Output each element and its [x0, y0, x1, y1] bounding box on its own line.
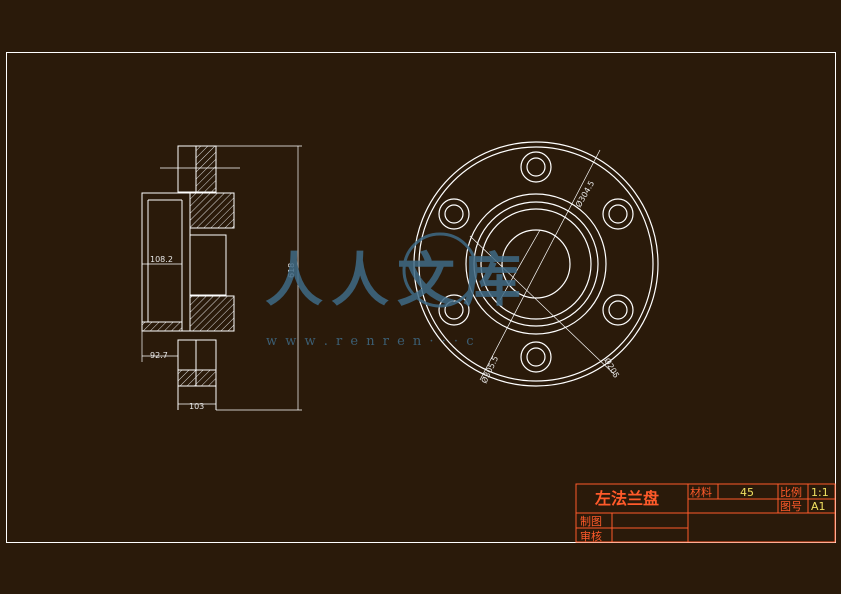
- material-label: 材料: [690, 485, 712, 499]
- drawing-no-value: A1: [811, 500, 826, 513]
- watermark-url: w w w . r e n r e n · · · c: [266, 334, 475, 349]
- dim-bolt-circle: Ø304.5: [573, 179, 596, 209]
- dim-overall-height: 618: [287, 263, 296, 278]
- dim-outer-dia: Ø205: [602, 356, 621, 380]
- checked-label: 审核: [580, 529, 602, 543]
- drawing-no-label: 图号: [780, 500, 802, 513]
- drawing-border: [6, 52, 836, 543]
- title-block: [575, 483, 836, 543]
- scale-label: 比例: [780, 485, 802, 499]
- scale-value: 1:1: [811, 486, 829, 499]
- watermark-characters: 人人文库: [265, 246, 529, 314]
- material-value: 45: [740, 486, 754, 499]
- front-view: [413, 141, 659, 387]
- dim-hub: 92.7: [150, 351, 168, 360]
- section-view: [141, 145, 302, 411]
- drawn-label: 制图: [580, 515, 602, 528]
- watermark-ring: [402, 232, 478, 308]
- watermark: 人人文库 w w w . r e n r e n · · · c: [265, 232, 529, 349]
- part-name: 左法兰盘: [594, 489, 659, 508]
- dim-pitch: Ø305.5: [479, 354, 500, 385]
- dim-bore: 108.2: [150, 255, 173, 264]
- dim-width: 103: [189, 402, 204, 411]
